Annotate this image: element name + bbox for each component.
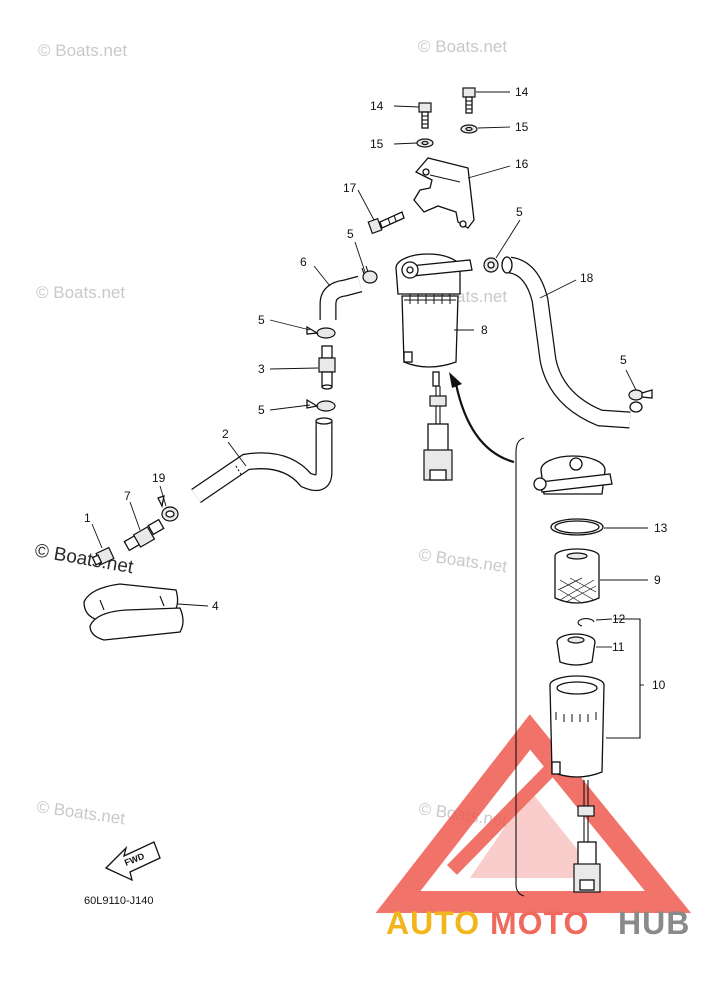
callout-6: 6 xyxy=(300,255,307,269)
hose-6 xyxy=(319,275,363,320)
logo-part-moto: MOTO xyxy=(490,905,589,941)
fuel-filter-8 xyxy=(395,253,473,481)
watermark-text: © Boats.net xyxy=(35,797,126,828)
arrow-to-filter xyxy=(449,372,515,464)
callout-5: 5 xyxy=(347,227,354,241)
watermark-text: © Boats.net xyxy=(417,545,508,576)
callout-16: 16 xyxy=(515,157,529,171)
bowl-assembly-10 xyxy=(549,675,605,893)
clamp-5-lower-left xyxy=(306,398,336,412)
washer-15-left xyxy=(416,138,434,148)
hose-18 xyxy=(501,256,631,429)
clamp-5-filter-left xyxy=(361,265,378,284)
callout-1: 1 xyxy=(84,511,91,525)
cover-4 xyxy=(83,583,184,641)
float-11 xyxy=(556,633,596,666)
clip-12 xyxy=(577,618,595,627)
fwd-arrow-icon: FWD xyxy=(104,841,161,882)
automotohub-logo: AUTO MOTO HUB xyxy=(386,905,690,941)
watermark-text: © Boats.net xyxy=(38,41,127,60)
o-ring-13 xyxy=(550,518,604,536)
callout-7: 7 xyxy=(124,489,131,503)
callouts: 14 14 15 15 16 17 5 6 5 18 8 5 5 3 5 2 1… xyxy=(84,85,668,692)
clamp-19 xyxy=(157,495,179,522)
group-bracket xyxy=(515,437,525,897)
bracket-10 xyxy=(606,618,641,739)
callout-4: 4 xyxy=(212,599,219,613)
callout-12: 12 xyxy=(612,612,626,626)
logo-part-auto: AUTO xyxy=(386,905,480,941)
callout-18: 18 xyxy=(580,271,594,285)
drawing-code: 60L9110-J140 xyxy=(84,895,154,907)
watermark-text: © Boats.net xyxy=(36,283,125,302)
connector-7 xyxy=(123,518,165,552)
bolt-14-left xyxy=(418,102,432,129)
logo-triangle xyxy=(375,714,692,913)
callout-14: 14 xyxy=(515,85,529,99)
callout-2: 2 xyxy=(222,427,229,441)
callout-5: 5 xyxy=(516,205,523,219)
clamp-5-hose18-end xyxy=(628,389,653,413)
connector-1 xyxy=(91,546,115,566)
screw-17 xyxy=(367,211,405,235)
joint-3 xyxy=(318,345,336,390)
callout-15: 15 xyxy=(515,120,529,134)
callout-19: 19 xyxy=(152,471,166,485)
callout-10: 10 xyxy=(652,678,666,692)
element-9 xyxy=(554,548,600,604)
callout-17: 17 xyxy=(343,181,357,195)
watermark-text-large: © Boats.net xyxy=(33,540,135,578)
leader-lines xyxy=(91,91,648,686)
callout-5: 5 xyxy=(258,403,265,417)
filter-cap xyxy=(533,455,613,495)
callout-13: 13 xyxy=(654,521,668,535)
washer-15-right xyxy=(460,124,478,134)
clamp-5-upper-left xyxy=(306,325,336,339)
hose-2 xyxy=(191,417,333,504)
clamp-5-filter-right xyxy=(483,257,499,273)
bolt-14-right xyxy=(462,87,476,114)
callout-11: 11 xyxy=(612,640,625,654)
callout-9: 9 xyxy=(654,573,661,587)
callout-3: 3 xyxy=(258,362,265,376)
callout-5: 5 xyxy=(620,353,627,367)
watermark-text: © Boats.net xyxy=(418,37,507,56)
callout-8: 8 xyxy=(481,323,488,337)
bracket-16 xyxy=(413,157,475,229)
callout-15: 15 xyxy=(370,137,384,151)
logo-part-hub: HUB xyxy=(618,905,690,941)
callout-14: 14 xyxy=(370,99,384,113)
callout-5: 5 xyxy=(258,313,265,327)
